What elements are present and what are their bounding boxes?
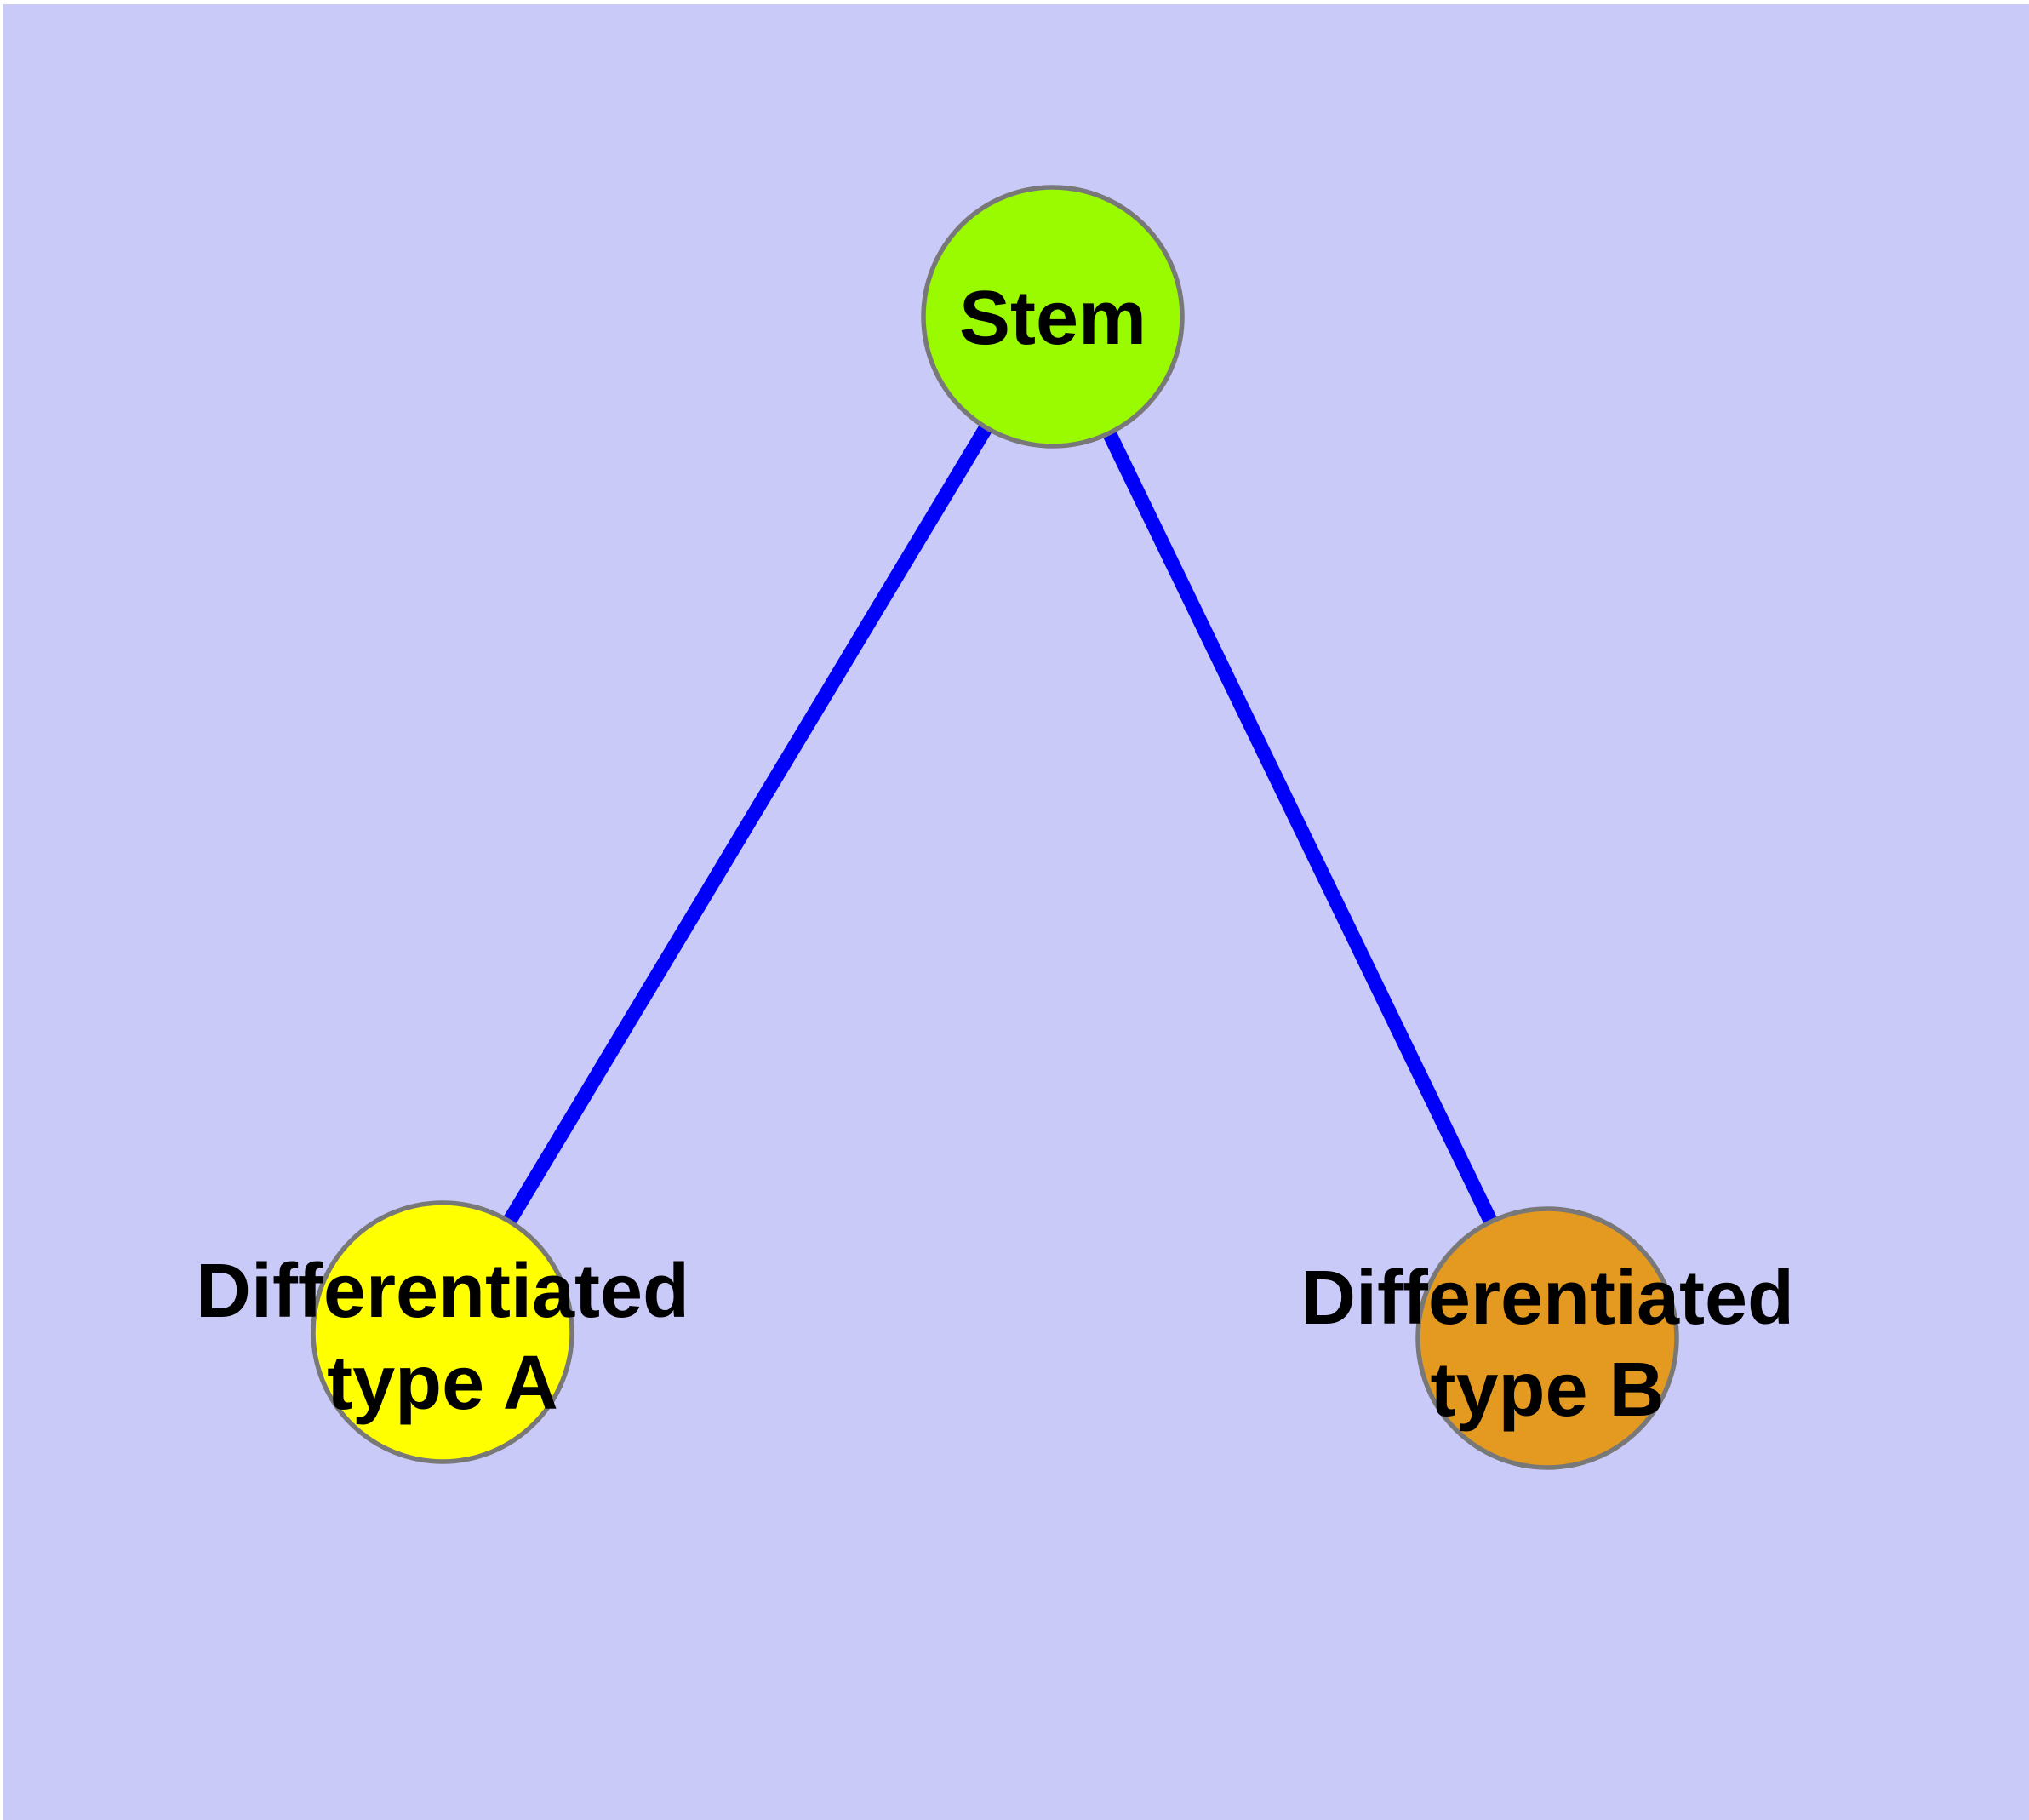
node-stem: Stem bbox=[921, 185, 1185, 449]
node-differentiated-type-b: Differentiated type B bbox=[1300, 1206, 1794, 1470]
node-differentiated-type-a-label-line2: type A bbox=[327, 1341, 558, 1426]
node-differentiated-type-b-label-line1: Differentiated bbox=[1300, 1256, 1794, 1341]
node-stem-circle bbox=[921, 185, 1185, 449]
node-differentiated-type-b-circle bbox=[1415, 1206, 1679, 1470]
edge-stem-to-type-b bbox=[1046, 313, 1554, 1342]
edge-stem-to-type-a bbox=[436, 312, 1060, 1336]
node-stem-label: Stem bbox=[959, 276, 1146, 361]
node-differentiated-type-a-label-line1: Differentiated bbox=[196, 1249, 689, 1334]
node-differentiated-type-a-circle bbox=[311, 1200, 574, 1464]
node-differentiated-type-a: Differentiated type A bbox=[196, 1200, 689, 1464]
node-differentiated-type-b-label-line2: type B bbox=[1430, 1348, 1664, 1433]
